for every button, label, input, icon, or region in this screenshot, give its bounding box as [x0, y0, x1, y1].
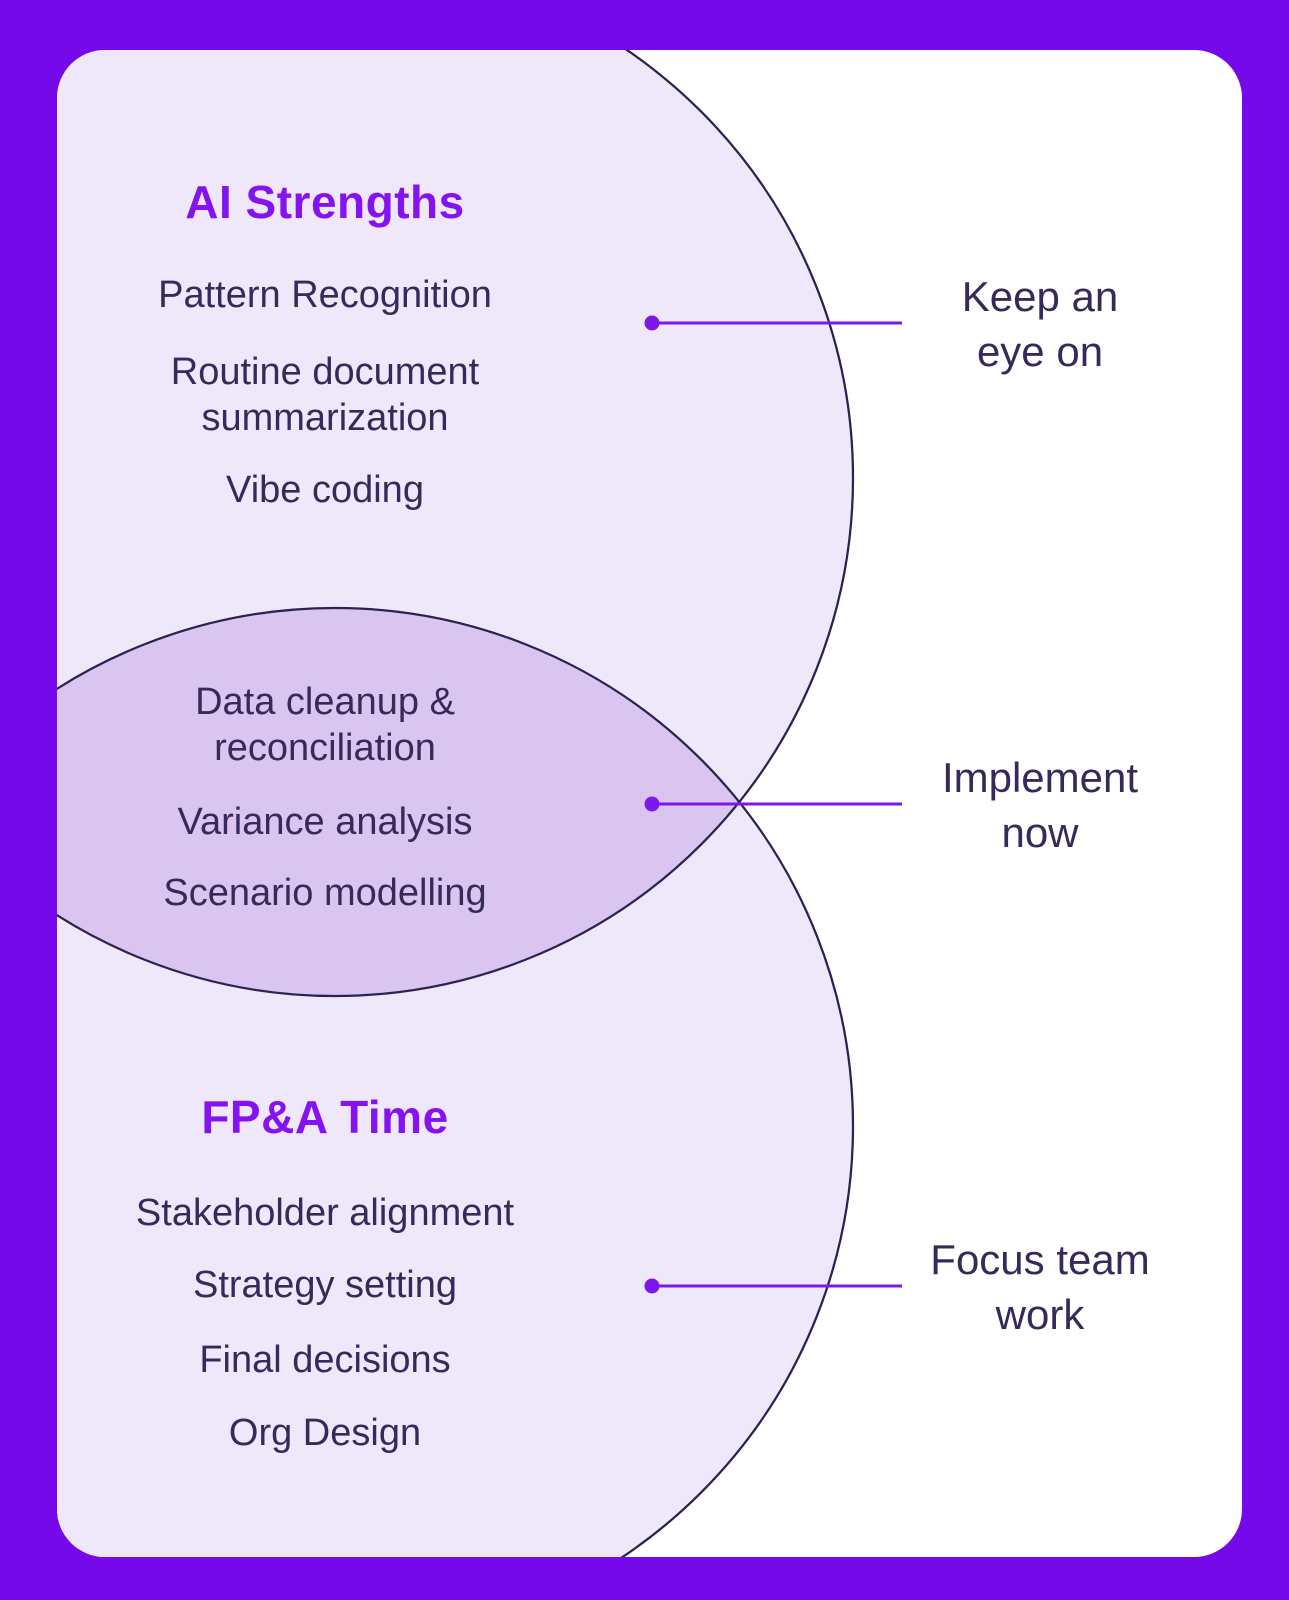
callout-dot-bottom — [644, 1278, 660, 1294]
callout-dot-top — [644, 315, 660, 331]
callout-dot-middle — [644, 796, 660, 812]
bottom-circle-outline — [57, 607, 854, 1557]
diagram-card: AI Strengths Pattern Recognition Routine… — [57, 50, 1242, 1557]
overlap-lens — [57, 608, 739, 996]
bottom-circle-item: Strategy setting — [192, 1264, 458, 1306]
bottom-circle-item: Org Design — [228, 1412, 422, 1454]
venn-diagram — [57, 50, 902, 1557]
top-circle-item: Pattern Recognition — [158, 274, 492, 316]
callout-label-implement-now: Implement now — [941, 754, 1139, 856]
top-circle-item: Routine document summarization — [170, 351, 480, 439]
top-circle-item: Vibe coding — [226, 469, 424, 511]
bottom-circle-item: Stakeholder alignment — [135, 1192, 515, 1234]
bottom-circle-title: FP&A Time — [201, 1091, 449, 1143]
overlap-item: Data cleanup & reconciliation — [195, 681, 455, 769]
callout-label-focus-team-work: Focus team work — [930, 1236, 1150, 1338]
callout-label-keep-an-eye-on: Keep an eye on — [961, 273, 1119, 375]
top-circle-outline — [57, 50, 854, 997]
overlap-item: Scenario modelling — [163, 872, 487, 914]
bottom-circle-item: Final decisions — [199, 1339, 451, 1381]
top-circle-title: AI Strengths — [185, 176, 465, 228]
overlap-item: Variance analysis — [177, 801, 473, 843]
